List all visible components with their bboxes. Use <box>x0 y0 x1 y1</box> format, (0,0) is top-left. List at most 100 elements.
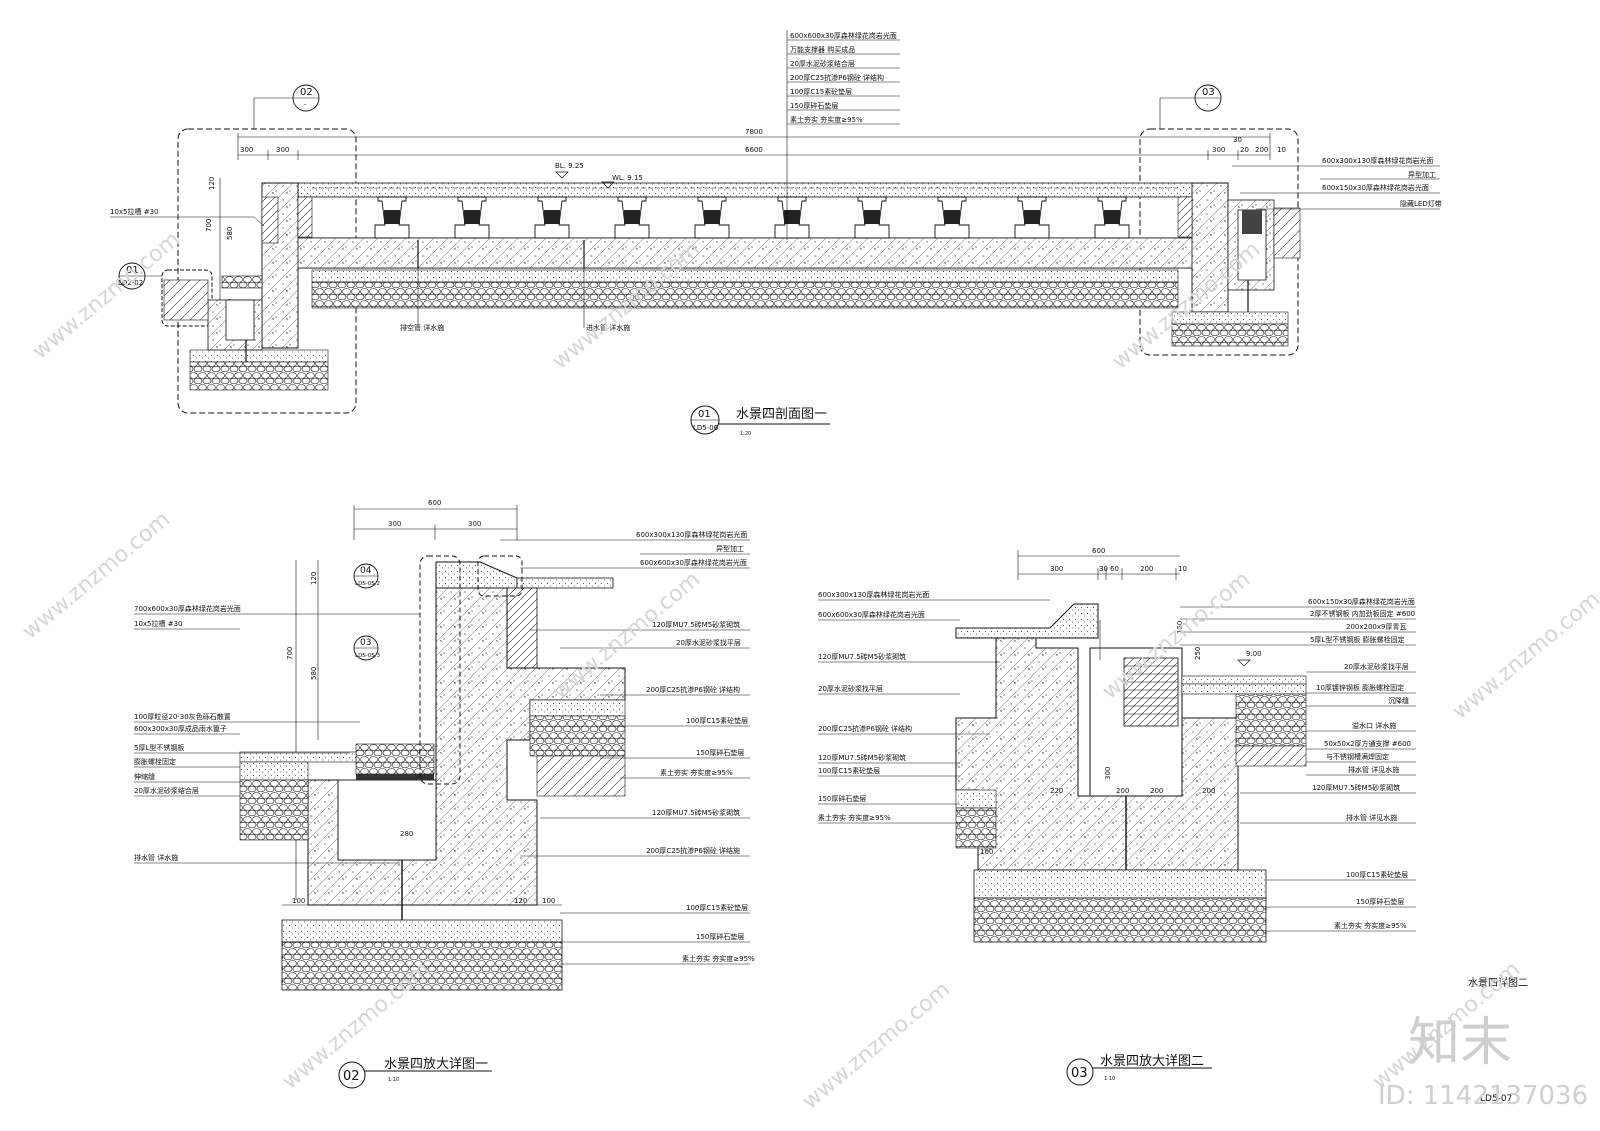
svg-text:20厚水泥砂浆结合层: 20厚水泥砂浆结合层 <box>790 59 855 68</box>
d2-right-labels: 600x150x30厚森林绿花岗岩光面 2厚不锈钢板 内加劲板固定 #600 2… <box>1180 597 1416 932</box>
d1-c15 <box>529 699 626 717</box>
right-footing-gravel <box>1171 323 1289 347</box>
svg-text:1:10: 1:10 <box>1104 1076 1115 1082</box>
svg-text:LD5-05.3: LD5-05.3 <box>355 653 381 659</box>
detail2-title-text: 水景四放大详图二 <box>1100 1054 1204 1069</box>
callout-02[interactable]: 02 - <box>253 84 320 129</box>
d1-dim-120: 120 <box>514 897 527 905</box>
svg-text:素土夯实 夯实度≥95%: 素土夯实 夯实度≥95% <box>818 813 891 822</box>
svg-text:03: 03 <box>1202 87 1215 98</box>
dim-left-b: 300 <box>276 146 289 154</box>
d2-dim-200b: 200 <box>1150 787 1163 795</box>
dim-right-b: 30 <box>1233 136 1242 144</box>
svg-text:异型加工: 异型加工 <box>1408 170 1436 179</box>
dim-right-d: 200 <box>1255 146 1268 154</box>
pedestal <box>374 196 410 239</box>
right-labels: 600x300x130厚森林绿花岗岩光面 异型加工 600x150x30厚森林绿… <box>1232 156 1442 210</box>
d1-gravel <box>529 715 626 757</box>
d2-dim-c: 60 <box>1110 565 1119 573</box>
svg-text:200厚C25抗渗P6钢砼 详结构: 200厚C25抗渗P6钢砼 详结构 <box>646 685 740 694</box>
left-gutter <box>225 299 255 341</box>
svg-text:04: 04 <box>360 566 372 576</box>
d1-dim-a: 300 <box>388 520 401 528</box>
d1-callout-04[interactable]: 04 LD5-05.2 <box>353 563 380 589</box>
d1-dim-b: 300 <box>468 520 481 528</box>
d2-dim-150: 150 <box>1176 621 1184 634</box>
svg-text:LD2-02: LD2-02 <box>118 279 143 287</box>
d2-dim-d: 200 <box>1140 565 1153 573</box>
svg-text:排水管 详水施: 排水管 详水施 <box>134 853 178 862</box>
top-labels: 600x600x30厚森林绿花岗岩光面 万能支撑器 购买成品 20厚水泥砂浆结合… <box>787 31 900 125</box>
svg-text:120厚MU7.5砖M5砂浆砌筑: 120厚MU7.5砖M5砂浆砌筑 <box>1312 783 1400 792</box>
svg-text:20厚水泥砂浆结合层: 20厚水泥砂浆结合层 <box>134 786 199 795</box>
level-wl: WL. 9.15 <box>612 174 643 182</box>
svg-text:200厚C25抗渗P6钢砼 详结构: 200厚C25抗渗P6钢砼 详结构 <box>790 73 884 82</box>
d1-soil <box>536 755 626 797</box>
d2-coping <box>955 603 1099 639</box>
d2-dim-200c: 200 <box>1202 787 1215 795</box>
svg-text:溢水口 详水施: 溢水口 详水施 <box>1352 721 1396 730</box>
dim-total: 7800 <box>745 128 763 136</box>
detail-2: 600 300 30 60 200 10 9.00 150 250 300 2 <box>818 547 1528 1104</box>
svg-text:120厚MU7.5砖M5砂浆砌筑: 120厚MU7.5砖M5砂浆砌筑 <box>652 808 740 817</box>
svg-text:600x150x30厚森林绿花岗岩光面: 600x150x30厚森林绿花岗岩光面 <box>1308 597 1415 606</box>
svg-text:01: 01 <box>126 265 139 276</box>
d1-dim-w: 600 <box>428 499 441 507</box>
callout-03[interactable]: 03 - <box>1159 84 1222 129</box>
svg-text:600x600x30厚森林绿花岗岩光面: 600x600x30厚森林绿花岗岩光面 <box>790 31 897 40</box>
label-groove: 10x5拉槽 #30 <box>110 207 159 216</box>
svg-text:-: - <box>1206 101 1209 109</box>
d2-dim-220: 220 <box>1050 787 1063 795</box>
svg-text:200厚C25抗渗P6钢砼 详结施: 200厚C25抗渗P6钢砼 详结施 <box>646 846 740 855</box>
d2-dim-b: 30 <box>1099 565 1108 573</box>
svg-text:150厚碎石垫层: 150厚碎石垫层 <box>696 932 744 941</box>
label-inlet-pipe: 进水管 详水施 <box>586 323 630 332</box>
d1-coping <box>435 561 518 589</box>
svg-text:LD5-06: LD5-06 <box>693 424 719 432</box>
svg-text:200厚C25抗渗P6钢砼 详结构: 200厚C25抗渗P6钢砼 详结构 <box>818 724 912 733</box>
svg-text:素土夯实 夯实度≥95%: 素土夯实 夯实度≥95% <box>682 954 755 963</box>
svg-text:600x300x30厚成品雨水篦子: 600x300x30厚成品雨水篦子 <box>134 724 227 733</box>
paving-layer <box>261 182 1229 198</box>
d1-dim-h3: 580 <box>310 667 318 680</box>
svg-text:排水管 详见水施: 排水管 详见水施 <box>1348 765 1399 774</box>
d1-left-labels: 700x600x30厚森林绿花岗岩光面 10x5拉槽 #30 100厚粒径20-… <box>134 604 420 864</box>
d2-dim-100: 100 <box>980 848 993 856</box>
d1-dim-100: 100 <box>292 897 305 905</box>
section1-title-text: 水景四剖面图一 <box>736 407 827 422</box>
dim-right-e: 10 <box>1277 146 1286 154</box>
d1-callout-03[interactable]: 03 LD5-05.3 <box>353 635 381 661</box>
svg-text:150厚碎石垫层: 150厚碎石垫层 <box>1356 897 1404 906</box>
d1-gravel-fill <box>355 743 435 775</box>
svg-text:20厚水泥砂浆找平层: 20厚水泥砂浆找平层 <box>818 684 883 693</box>
d2-dim-300: 300 <box>1104 767 1112 780</box>
d1-brick-wall <box>506 587 538 669</box>
callout-01-ld2[interactable]: 01 LD2-02 <box>118 262 162 290</box>
section1-title: 01 LD5-06 水景四剖面图一 1:20 <box>690 405 830 437</box>
svg-text:600x600x30厚森林绿花岗岩光面: 600x600x30厚森林绿花岗岩光面 <box>640 558 747 567</box>
svg-text:隐藏LED灯带: 隐藏LED灯带 <box>1400 199 1442 208</box>
svg-text:120厚MU7.5砖M5砂浆砌筑: 120厚MU7.5砖M5砂浆砌筑 <box>652 620 740 629</box>
d2-dim-w: 600 <box>1092 547 1105 555</box>
svg-text:5厚L型不锈钢板: 5厚L型不锈钢板 <box>134 743 184 752</box>
d2-sheet-ref: LD5-07 <box>1480 1094 1512 1104</box>
svg-text:600x300x130厚森林绿花岗岩光面: 600x300x130厚森林绿花岗岩光面 <box>636 530 747 539</box>
d1-grate <box>356 774 434 780</box>
svg-text:03: 03 <box>360 638 371 648</box>
left-brick-wall <box>261 196 279 244</box>
svg-text:1:10: 1:10 <box>388 1077 399 1083</box>
pedestal <box>694 196 730 239</box>
svg-text:02: 02 <box>300 87 313 98</box>
d2-dim-a: 300 <box>1050 565 1063 573</box>
pedestals <box>374 196 1130 239</box>
pedestal <box>454 196 490 239</box>
svg-text:100厚C15素砼垫层: 100厚C15素砼垫层 <box>686 716 748 725</box>
led-strip <box>1242 210 1262 234</box>
svg-text:03: 03 <box>1071 1066 1088 1081</box>
left-gutter-gravel <box>221 275 263 289</box>
d1-footing-gravel <box>281 941 563 991</box>
svg-text:100厚C15素砼垫层: 100厚C15素砼垫层 <box>818 766 880 775</box>
svg-text:100厚C15素砼垫层: 100厚C15素砼垫层 <box>790 87 852 96</box>
pedestal <box>614 196 650 239</box>
detail2-title: 03 水景四放大详图二 1:10 <box>1066 1054 1212 1086</box>
